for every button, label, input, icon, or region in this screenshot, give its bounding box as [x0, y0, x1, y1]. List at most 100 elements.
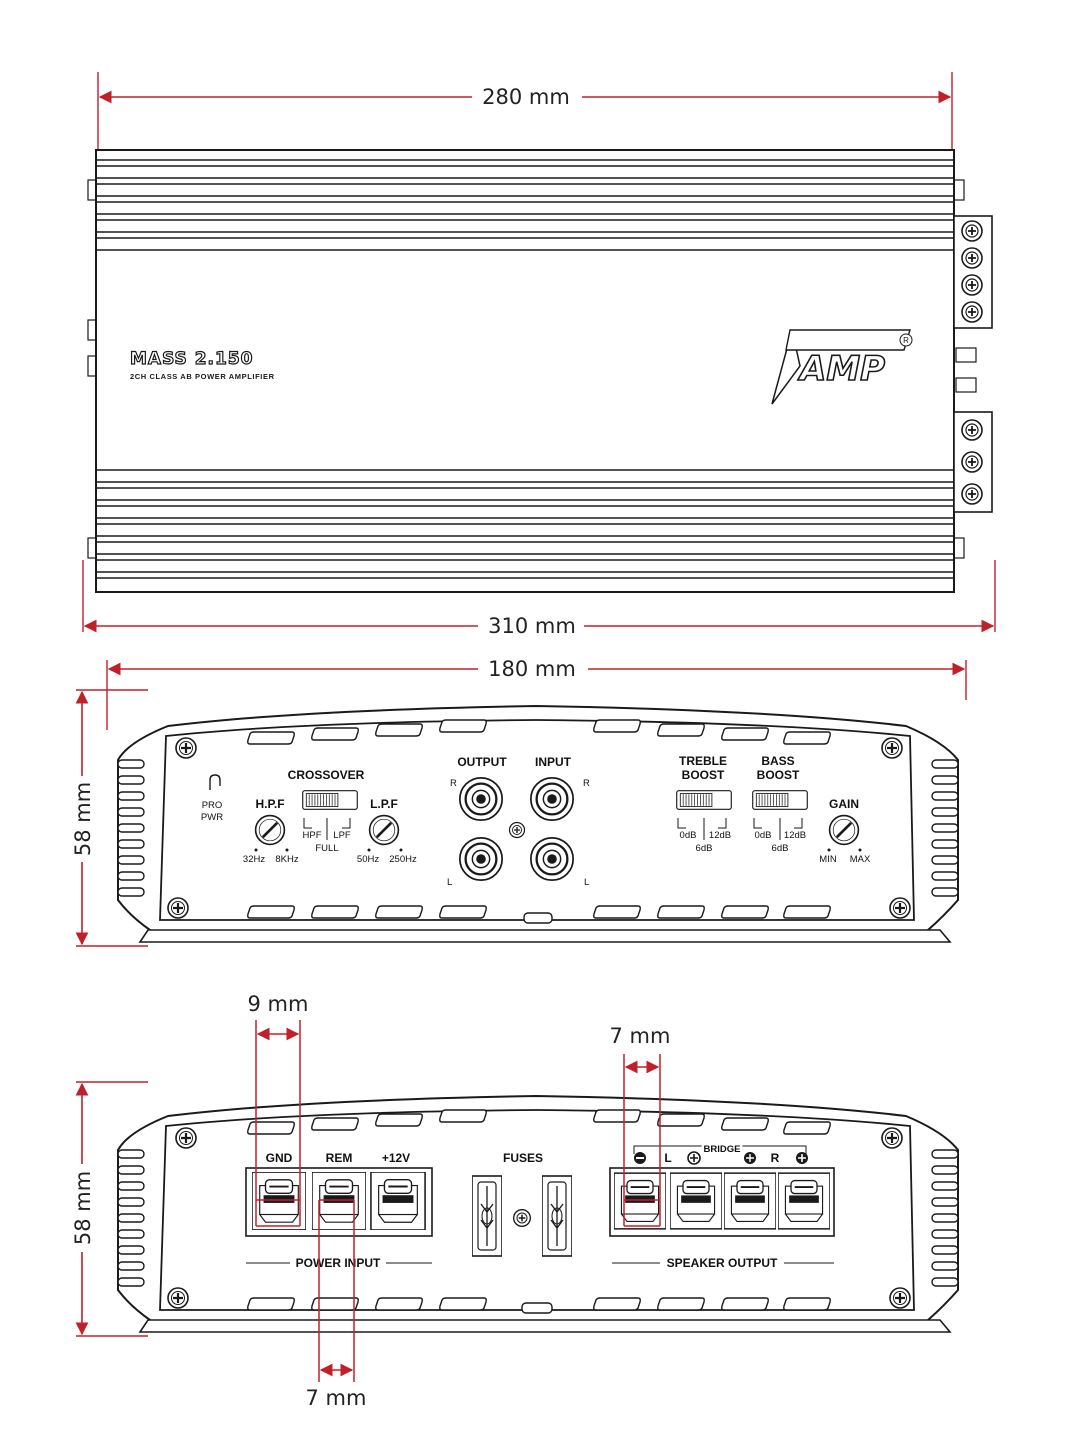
- gain-label: GAIN: [829, 797, 859, 811]
- dimension-speaker-terminal: 7 mm: [610, 1024, 671, 1227]
- crossover-switch[interactable]: CROSSOVER HPF LPF FULL: [288, 768, 365, 854]
- lpf-max-label: 250Hz: [389, 854, 417, 865]
- speaker-right-minus-terminal[interactable]: [724, 1172, 776, 1230]
- bass-boost-switch[interactable]: BASS BOOST 0dB 12dB 6dB: [752, 754, 808, 854]
- gain-knob[interactable]: GAIN MIN MAX: [819, 797, 871, 865]
- output-label: OUTPUT: [457, 755, 507, 769]
- treble-0db: 0dB: [680, 830, 697, 841]
- rca-connectors: OUTPUT INPUT R R L L: [447, 755, 590, 888]
- crossover-label: CROSSOVER: [288, 768, 365, 782]
- front-screw-top-right: [880, 736, 904, 760]
- hpf-min-label: 32Hz: [243, 854, 265, 865]
- lpf-min-label: 50Hz: [357, 854, 379, 865]
- gain-min-label: MIN: [819, 854, 837, 865]
- rca-r-right-label: R: [583, 778, 590, 789]
- treble-label: TREBLE: [679, 754, 727, 768]
- bass-label: BASS: [761, 754, 794, 768]
- rem-terminal[interactable]: [312, 1172, 366, 1230]
- plus12v-terminal[interactable]: [370, 1172, 426, 1230]
- fuse-right[interactable]: [542, 1175, 572, 1257]
- rear-screw-bottom-right: [888, 1286, 912, 1310]
- lpf-knob-label: L.P.F: [370, 797, 398, 811]
- gnd-label: GND: [266, 1151, 293, 1165]
- model-subtitle: 2CH CLASS AB POWER AMPLIFIER: [130, 372, 275, 381]
- dimension-total-length: 310 mm: [82, 560, 996, 638]
- hpf-knob-label: H.P.F: [255, 797, 284, 811]
- model-name: MASS 2.150: [130, 349, 254, 369]
- rear-screw-top-left: [174, 1126, 198, 1150]
- top-view: 280 mm: [82, 72, 996, 638]
- dimension-front-height: 58 mm: [71, 689, 148, 947]
- side-fuse-tabs: [955, 347, 977, 393]
- front-panel-view: 180 mm 58 mm: [71, 657, 967, 947]
- dimension-label-58-rear: 58 mm: [71, 1171, 95, 1245]
- plus-icon: [687, 1151, 701, 1165]
- side-terminal-block-upper: [953, 215, 993, 329]
- power-input-block: GND REM +12V POWER INPUT: [245, 1151, 433, 1270]
- rear-screw-bottom-left: [166, 1286, 190, 1310]
- plus-icon: [796, 1152, 808, 1164]
- lpf-switch-label: LPF: [333, 830, 351, 841]
- dimension-rem-terminal: 7 mm: [306, 1199, 367, 1410]
- amp-brand-logo: AMP R: [771, 329, 913, 405]
- speaker-right-label: R: [771, 1151, 780, 1165]
- dimension-front-width: 180 mm: [106, 657, 967, 730]
- bass-boost-label: BOOST: [757, 768, 800, 782]
- plus12v-label: +12V: [382, 1151, 410, 1165]
- dimension-label-7-rem: 7 mm: [306, 1386, 367, 1410]
- treble-boost-label: BOOST: [682, 768, 725, 782]
- pro-power-indicator: PRO PWR: [201, 774, 223, 823]
- dimension-label-58-front: 58 mm: [71, 782, 95, 856]
- input-r-rca-jack[interactable]: [529, 776, 575, 822]
- front-screw-bottom-left: [166, 896, 190, 920]
- rca-l-left-label: L: [447, 877, 452, 888]
- bass-12db: 12dB: [784, 830, 806, 841]
- dimension-top-length: 280 mm: [97, 72, 953, 150]
- speaker-right-plus-terminal[interactable]: [778, 1172, 830, 1230]
- dimension-label-9: 9 mm: [248, 992, 309, 1016]
- gain-max-label: MAX: [850, 854, 871, 865]
- dimension-label-7-speaker: 7 mm: [610, 1024, 671, 1048]
- pwr-label: PWR: [201, 812, 223, 823]
- output-l-rca-jack[interactable]: [458, 836, 504, 882]
- speaker-left-plus-terminal[interactable]: [670, 1172, 722, 1230]
- pro-label: PRO: [202, 800, 223, 811]
- fuse-left[interactable]: [472, 1175, 502, 1257]
- side-terminal-block-lower: [953, 411, 993, 513]
- amplifier-top-body: [87, 149, 965, 593]
- front-screw-bottom-right: [888, 896, 912, 920]
- dimension-label-180: 180 mm: [488, 657, 576, 681]
- full-label: FULL: [315, 843, 338, 854]
- fuse-block: FUSES: [472, 1151, 572, 1257]
- rear-screw-top-right: [880, 1126, 904, 1150]
- bass-6db: 6dB: [772, 843, 789, 854]
- front-housing: [117, 704, 959, 943]
- hpf-max-label: 8KHz: [275, 854, 298, 865]
- minus-icon: [634, 1152, 646, 1164]
- lpf-knob[interactable]: L.P.F 50Hz 250Hz: [357, 797, 417, 865]
- front-screw-top-left: [174, 736, 198, 760]
- treble-6db: 6dB: [696, 843, 713, 854]
- dimension-label-310: 310 mm: [488, 614, 576, 638]
- minus-icon: [744, 1152, 756, 1164]
- treble-boost-switch[interactable]: TREBLE BOOST 0dB 12dB 6dB: [676, 754, 732, 854]
- rca-l-right-label: L: [584, 877, 589, 888]
- bass-0db: 0dB: [755, 830, 772, 841]
- rear-panel-view: 58 mm: [71, 992, 959, 1410]
- dimension-rear-height: 58 mm: [71, 1081, 148, 1337]
- dimension-label-280: 280 mm: [482, 85, 570, 109]
- rem-label: REM: [326, 1151, 353, 1165]
- input-l-rca-jack[interactable]: [529, 836, 575, 882]
- speaker-output-label: SPEAKER OUTPUT: [667, 1256, 778, 1270]
- speaker-left-minus-terminal[interactable]: [614, 1172, 666, 1230]
- fuses-label: FUSES: [503, 1151, 543, 1165]
- input-label: INPUT: [535, 755, 572, 769]
- gnd-terminal[interactable]: [252, 1172, 306, 1230]
- output-r-rca-jack[interactable]: [458, 776, 504, 822]
- hpf-knob[interactable]: H.P.F 32Hz 8KHz: [243, 797, 299, 865]
- brand-logo-text: AMP: [797, 349, 885, 389]
- registered-mark: R: [903, 336, 909, 345]
- speaker-left-label: L: [664, 1151, 671, 1165]
- speaker-output-block: BRIDGE L R: [609, 1142, 835, 1270]
